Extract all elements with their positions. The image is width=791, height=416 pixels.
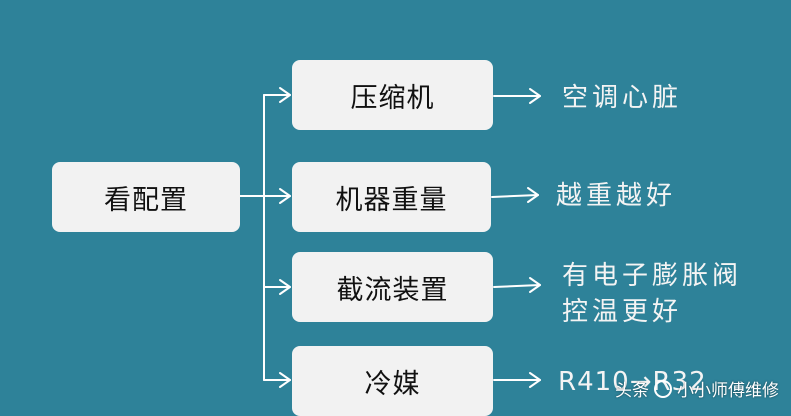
branch-arrow-0 — [263, 87, 291, 103]
note-arrow-0 — [493, 88, 541, 104]
note-line: R410→R32 — [558, 367, 707, 397]
branch-node-weight: 机器重量 — [292, 162, 491, 232]
watermark: 头条 小小师傅维修 — [615, 376, 779, 401]
branch-arrow-2 — [263, 279, 291, 295]
note-arrow-2 — [493, 277, 541, 293]
watermark-name: 小小师傅维修 — [677, 381, 779, 401]
note-arrow-3 — [493, 372, 541, 388]
branch-node-compressor: 压缩机 — [292, 60, 493, 130]
note-refrigerant: R410→R32 — [558, 364, 707, 400]
note-throttle: 有电子膨胀阀 控温更好 — [562, 258, 742, 330]
branch-arrow-1 — [263, 188, 291, 204]
note-arrow-1 — [491, 187, 539, 203]
branch-arrow-3 — [263, 372, 291, 388]
note-compressor: 空调心脏 — [562, 80, 682, 116]
note-line: 有电子膨胀阀 — [562, 261, 743, 291]
root-node: 看配置 — [52, 162, 240, 232]
branch-node-throttle: 截流装置 — [292, 252, 493, 322]
note-line: 空调心脏 — [562, 83, 683, 113]
note-weight: 越重越好 — [556, 178, 676, 214]
note-line: 控温更好 — [562, 297, 683, 327]
search-circle-icon — [654, 379, 672, 398]
branch-node-refrigerant: 冷媒 — [292, 346, 493, 416]
note-line: 越重越好 — [556, 181, 677, 211]
watermark-prefix: 头条 — [615, 381, 649, 401]
